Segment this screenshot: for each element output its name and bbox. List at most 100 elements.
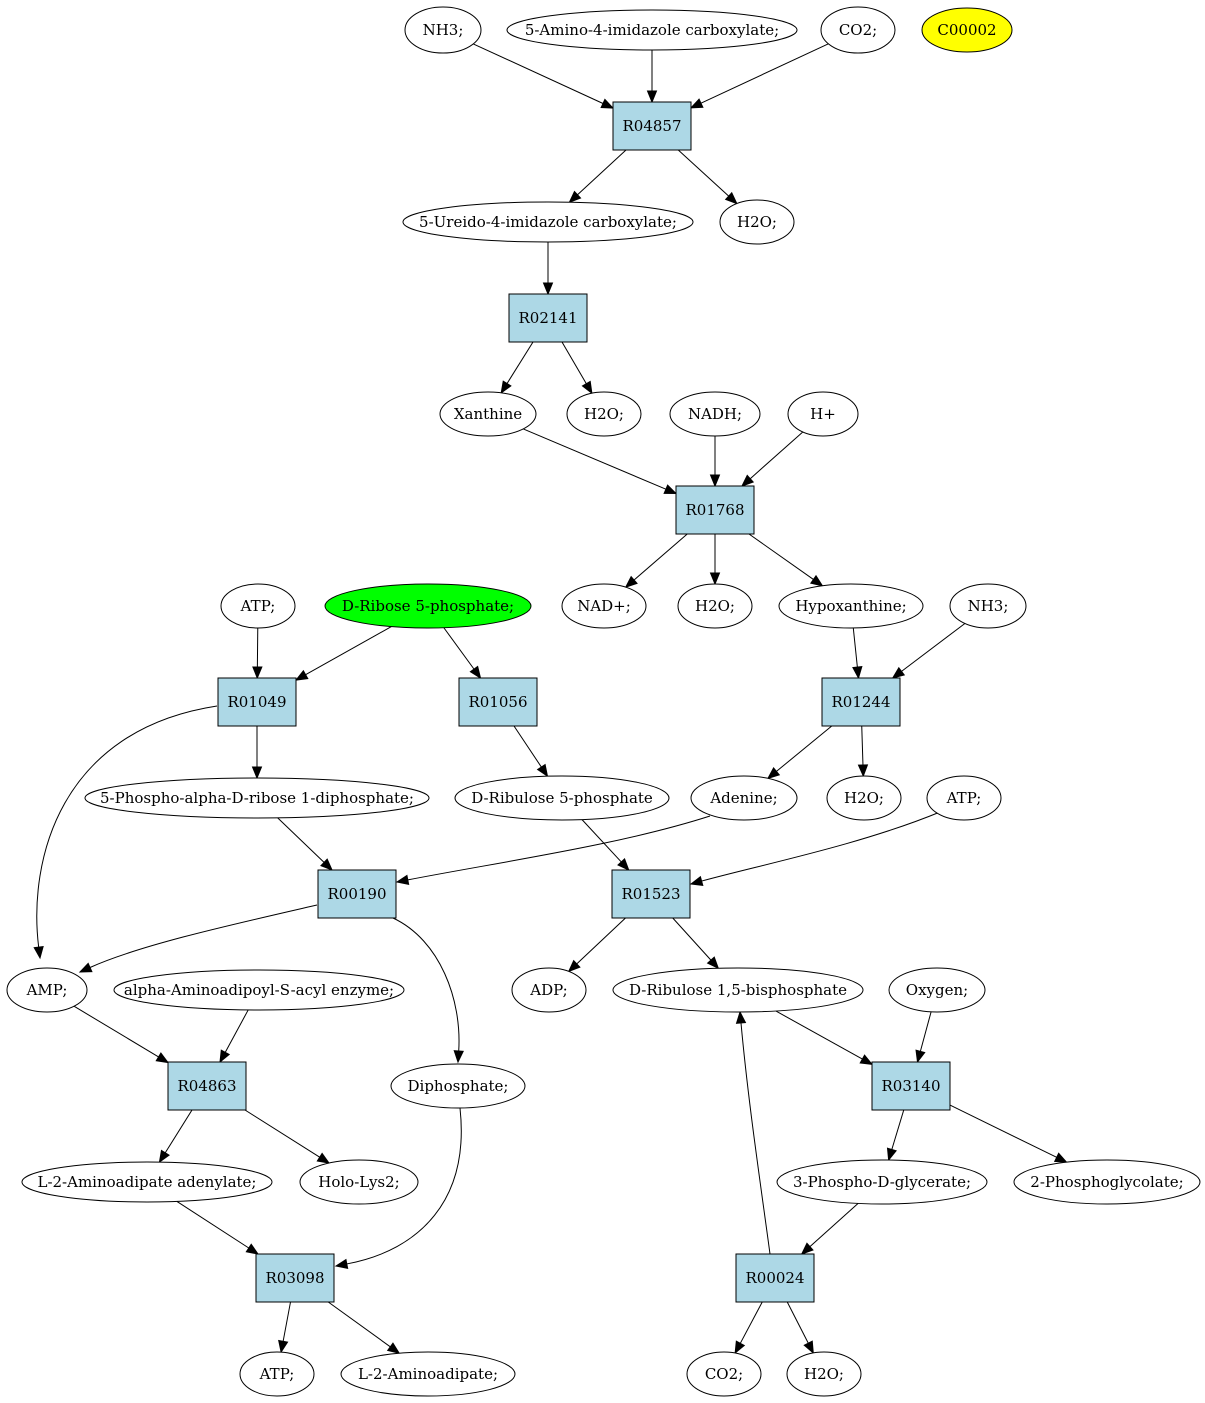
- compound-node-phosphoglycolate[interactable]: 2-Phosphoglycolate;: [1013, 1159, 1201, 1205]
- compound-node-xanthine[interactable]: Xanthine: [439, 391, 537, 437]
- edge-hypoxanthine-to-r01244: [852, 627, 863, 680]
- reaction-node-r04863[interactable]: R04863: [167, 1061, 247, 1111]
- node-label: H2O;: [737, 213, 777, 231]
- edge-r01244-to-h2o_4-arrowhead: [857, 764, 869, 778]
- compound-node-h2o-3[interactable]: H2O;: [677, 583, 753, 629]
- edge-r01056-to-ribulose5p: [513, 725, 549, 778]
- compound-ellipse: [677, 583, 753, 629]
- reaction-node-r01523[interactable]: R01523: [611, 869, 691, 919]
- nodes-layer: NH3; 5-Amino-4-imidazole carboxylate; CO2;…: [6, 6, 1201, 1397]
- reaction-node-r03098[interactable]: R03098: [255, 1253, 335, 1303]
- edge-r04857-to-ureido-arrowhead: [568, 190, 582, 204]
- compound-node-h2o-2[interactable]: H2O;: [566, 391, 642, 437]
- edge-r00190-to-amp-arrowhead: [78, 962, 93, 973]
- compound-node-atp-1[interactable]: ATP;: [220, 583, 296, 629]
- node-label: H2O;: [844, 789, 884, 807]
- compound-node-adp[interactable]: ADP;: [511, 967, 587, 1013]
- edge-nh3_top-to-r04857-arrowhead: [600, 98, 615, 109]
- edge-diphosphate-to-r03098: [334, 1107, 462, 1270]
- reaction-node-r04857[interactable]: R04857: [612, 101, 692, 151]
- edge-ribose5p-to-r01049-arrowhead: [294, 669, 309, 681]
- reaction-node-r00190[interactable]: R00190: [317, 869, 397, 919]
- compound-node-nh3-2[interactable]: NH3;: [949, 583, 1027, 629]
- compound-ellipse: [1013, 1159, 1201, 1205]
- node-label: H2O;: [695, 597, 735, 615]
- compound-node-h2o-5[interactable]: H2O;: [786, 1351, 862, 1397]
- edge-hypoxanthine-to-r01244-line: [852, 627, 858, 668]
- compound-node-nh3-top[interactable]: NH3;: [404, 6, 482, 54]
- node-label: D-Ribulose 5-phosphate: [471, 789, 653, 807]
- node-label: ADP;: [529, 981, 567, 999]
- edge-ribose5p-to-r01056-line: [443, 627, 475, 670]
- compound-node-l2aa[interactable]: L-2-Aminoadipate;: [340, 1351, 516, 1397]
- reaction-box: [612, 101, 692, 151]
- edge-nh3_2-to-r01244-line: [901, 623, 966, 672]
- edge-nh3_2-to-r01244: [891, 623, 966, 679]
- node-label: 5-Phospho-alpha-D-ribose 1-diphosphate;: [100, 789, 414, 807]
- compound-node-adenine[interactable]: Adenine;: [690, 775, 798, 821]
- compound-node-nadh[interactable]: NADH;: [669, 391, 761, 437]
- edge-r00190-to-diphosphate-line: [392, 917, 460, 1052]
- edge-oxygen-to-r03140-line: [919, 1011, 932, 1052]
- compound-node-phosphoglycerate[interactable]: 3-Phospho-D-glycerate;: [776, 1159, 988, 1205]
- edges-layer: [33, 43, 1068, 1355]
- compound-node-diphosphate[interactable]: Diphosphate;: [390, 1063, 526, 1109]
- node-label: D-Ribose 5-phosphate;: [342, 597, 514, 615]
- edge-r01523-to-adp-line: [576, 917, 626, 965]
- edge-ribulose5p-to-r01523-arrowhead: [617, 858, 630, 871]
- reaction-node-r00024[interactable]: R00024: [735, 1253, 815, 1303]
- compound-node-co2-bottom[interactable]: CO2;: [686, 1351, 762, 1397]
- compound-node-co2-top[interactable]: CO2;: [820, 6, 896, 54]
- compound-node-prpp[interactable]: 5-Phospho-alpha-D-ribose 1-diphosphate;: [84, 777, 430, 819]
- edge-r03098-to-atp_3-line: [282, 1301, 291, 1342]
- edge-ureido-to-r02141-arrowhead: [542, 282, 554, 296]
- compound-node-nadplus[interactable]: NAD+;: [561, 583, 647, 629]
- edge-amino_imid-to-r04857: [646, 50, 658, 104]
- edge-amp-to-r04863-line: [73, 1005, 159, 1058]
- compound-node-atp-3[interactable]: ATP;: [239, 1351, 315, 1397]
- reaction-node-r01056[interactable]: R01056: [458, 677, 538, 727]
- compound-node-aminoadipoyl[interactable]: alpha-Aminoadipoyl-S-acyl enzyme;: [113, 969, 405, 1011]
- compound-node-ribulose15bp[interactable]: D-Ribulose 1,5-bisphosphate: [612, 967, 864, 1013]
- compound-node-h2o-1[interactable]: H2O;: [719, 199, 795, 245]
- compound-node-holo-lys2[interactable]: Holo-Lys2;: [299, 1159, 419, 1205]
- compound-node-ureido[interactable]: 5-Ureido-4-imidazole carboxylate;: [402, 201, 694, 243]
- compound-node-ribose5p[interactable]: D-Ribose 5-phosphate;: [324, 583, 532, 629]
- edge-nh3_top-to-r04857: [473, 43, 615, 109]
- edge-nh3_2-to-r01244-arrowhead: [891, 666, 906, 679]
- edge-r04863-to-l2aa_adenylate-arrowhead: [158, 1149, 170, 1164]
- compound-node-amino-imid[interactable]: 5-Amino-4-imidazole carboxylate;: [506, 9, 798, 51]
- edge-r03098-to-l2aa-line: [327, 1301, 391, 1348]
- node-label: H2O;: [804, 1365, 844, 1383]
- compound-node-oxygen[interactable]: Oxygen;: [888, 967, 986, 1013]
- compound-ellipse: [439, 391, 537, 437]
- node-label: Xanthine: [454, 405, 522, 423]
- edge-r00024-to-co2_bottom-line: [739, 1301, 763, 1344]
- edge-hplus-to-r01768: [741, 431, 804, 487]
- node-label: ATP;: [240, 597, 276, 615]
- edge-r04857-to-h2o_1-arrowhead: [724, 191, 738, 205]
- compound-ellipse: [566, 391, 642, 437]
- compound-node-l2aa-adenylate[interactable]: L-2-Aminoadipate adenylate;: [21, 1161, 273, 1203]
- edge-diphosphate-to-r03098-arrowhead: [334, 1258, 349, 1270]
- reaction-node-r03140[interactable]: R03140: [871, 1061, 951, 1111]
- edge-aminoadipoyl-to-r04863-line: [224, 1009, 249, 1053]
- edge-hplus-to-r01768-line: [749, 431, 804, 480]
- compound-ellipse: [324, 583, 532, 629]
- compound-node-h2o-4[interactable]: H2O;: [826, 775, 902, 821]
- edge-r01049-to-prpp: [251, 726, 263, 780]
- compound-node-hypoxanthine[interactable]: Hypoxanthine;: [778, 583, 924, 629]
- compound-node-amp[interactable]: AMP;: [6, 967, 88, 1013]
- compound-node-ribulose5p[interactable]: D-Ribulose 5-phosphate: [454, 775, 670, 821]
- node-label: CO2;: [705, 1365, 743, 1383]
- compound-node-c00002[interactable]: C00002: [921, 7, 1013, 53]
- reaction-node-r01768[interactable]: R01768: [675, 485, 755, 535]
- reaction-node-r01049[interactable]: R01049: [217, 677, 297, 727]
- reaction-node-r01244[interactable]: R01244: [821, 677, 901, 727]
- compound-node-hplus[interactable]: H+: [787, 391, 859, 437]
- edge-r01523-to-ribulose15bp-line: [672, 917, 712, 961]
- edge-r04863-to-holo_lys2-arrowhead: [316, 1152, 331, 1164]
- node-label: Holo-Lys2;: [318, 1173, 399, 1191]
- compound-node-atp-2[interactable]: ATP;: [926, 775, 1002, 821]
- reaction-node-r02141[interactable]: R02141: [508, 293, 588, 343]
